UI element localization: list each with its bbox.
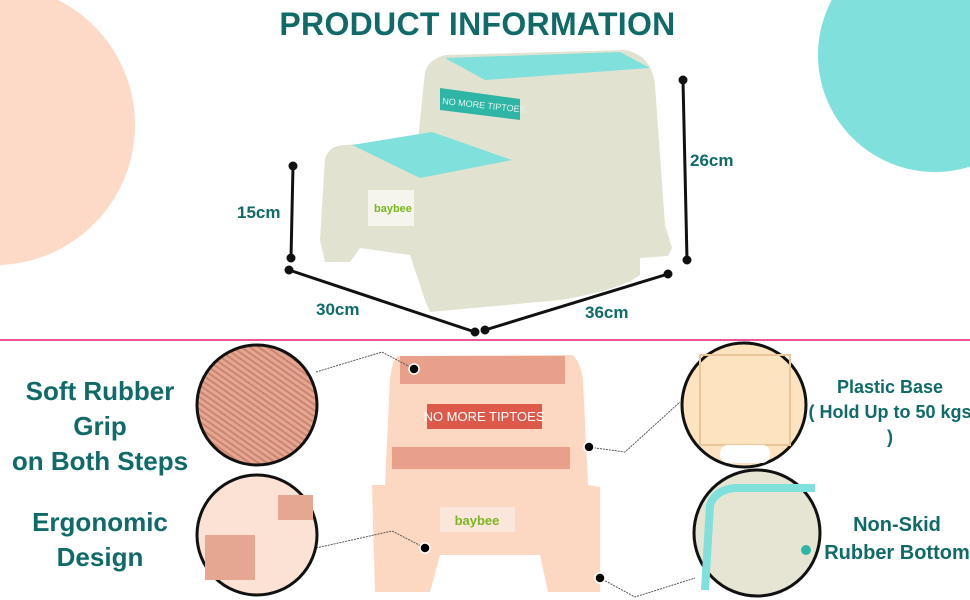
dimension-width: 36cm [585,303,629,322]
detail-circle-ergonomic [195,473,319,597]
feature-grip: Soft Rubber Grip on Both Steps [0,374,200,479]
feature-bottom-line1: Non-Skid [853,514,941,536]
feature-bottom: Non-Skid Rubber Bottom [822,511,970,567]
feature-bottom-line2: Rubber Bottom [824,542,970,564]
decor-aqua-circle [818,0,970,172]
page-title: PRODUCT INFORMATION [279,6,676,42]
stool-top-image: baybee NO MORE TIPTOES [320,50,672,312]
brand-logo-top: baybee [374,203,412,215]
brand-logo-bottom: baybee [455,513,500,528]
dimension-height-total: 26cm [690,151,734,170]
feature-ergonomic-line1: Ergonomic [32,507,168,537]
stool-bottom-image: NO MORE TIPTOES baybee [372,355,600,592]
feature-base-line2: ( Hold Up to 50 kgs ) [808,402,970,447]
dimension-lines [284,75,692,337]
feature-base-line1: Plastic Base [836,377,944,397]
feature-ergonomic: Ergonomic Design [0,505,200,575]
feature-ergonomic-line2: Design [56,542,144,572]
detail-circle-base [680,341,808,469]
dimension-depth: 30cm [316,300,360,319]
feature-grip-line1: Soft Rubber Grip [25,376,175,441]
step-label-bottom: NO MORE TIPTOES [424,409,545,424]
detail-circle-bottom [692,468,822,598]
feature-grip-line2: on Both Steps [11,446,189,476]
dimension-height-step: 15cm [237,203,281,222]
detail-circle-grip [195,343,319,467]
decor-peach-circle [0,0,135,265]
callout-lines [315,351,696,598]
feature-base: Plastic Base ( Hold Up to 50 kgs ) [805,375,970,450]
callout-dots [408,363,606,584]
